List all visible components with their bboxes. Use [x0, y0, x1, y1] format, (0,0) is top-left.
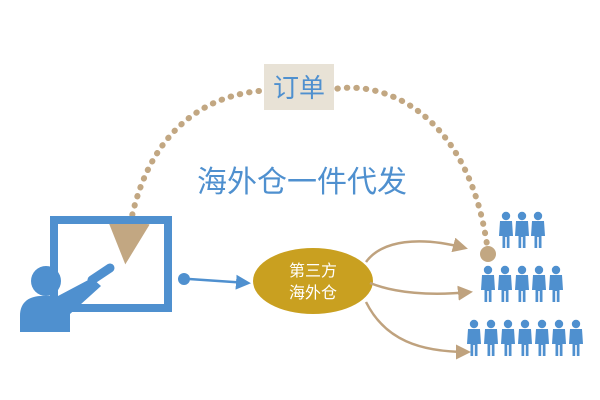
delivery-arrow-middle — [369, 281, 473, 301]
order-origin-dot — [480, 246, 496, 262]
connector-dot — [178, 273, 190, 285]
order-label-box — [264, 64, 334, 110]
delivery-arrow-bottom — [364, 301, 471, 360]
diagram-title: 海外仓一件代发 — [197, 165, 407, 200]
order-label: 订单 — [273, 74, 325, 104]
seller-to-warehouse-arrow — [188, 274, 251, 290]
order-arc-right — [327, 84, 491, 255]
presenter-at-board-icon — [20, 216, 172, 332]
warehouse-line2: 海外仓 — [289, 283, 337, 302]
third-party-warehouse — [253, 248, 373, 314]
delivery-arrow-top — [364, 237, 468, 263]
warehouse-line1: 第三方 — [289, 261, 337, 280]
